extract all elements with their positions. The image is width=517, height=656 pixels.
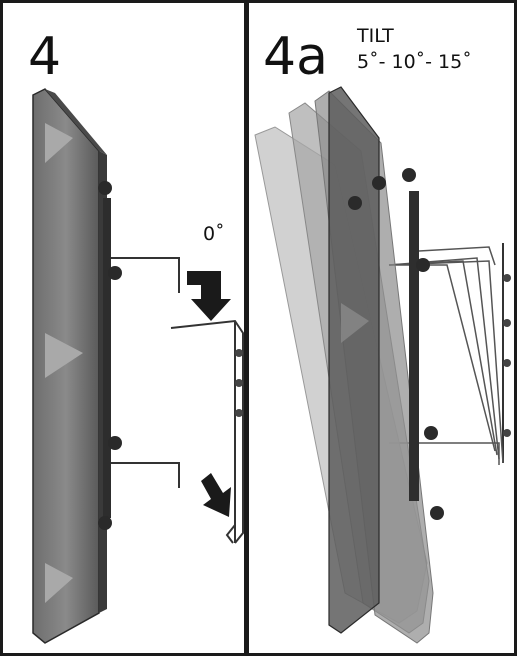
- step-number: 4a: [263, 27, 328, 87]
- tv-panel-side-view: [32, 88, 107, 644]
- tv-mounting-rail: [348, 168, 444, 520]
- tilt-angles: 5˚- 10˚- 15˚: [357, 51, 472, 73]
- step-number: 4: [28, 27, 62, 87]
- step-4-panel: 4 0˚: [3, 3, 244, 653]
- diagonal-arrow-icon: [201, 473, 231, 517]
- step-4a-panel: 4a TILT 5˚- 10˚- 15˚: [249, 3, 514, 653]
- wall-plate: [170, 319, 244, 544]
- tilt-title: TILT: [357, 25, 394, 47]
- panel-divider: [244, 0, 249, 656]
- down-arrow-icon: [187, 271, 231, 321]
- angle-label: 0˚: [203, 223, 225, 245]
- tv-panel-side-view: [328, 86, 380, 634]
- step-4-illustration: [32, 88, 244, 644]
- step-4a-illustration: [254, 86, 511, 644]
- wall-plate: [502, 243, 511, 463]
- tv-mounting-rail: [98, 181, 180, 530]
